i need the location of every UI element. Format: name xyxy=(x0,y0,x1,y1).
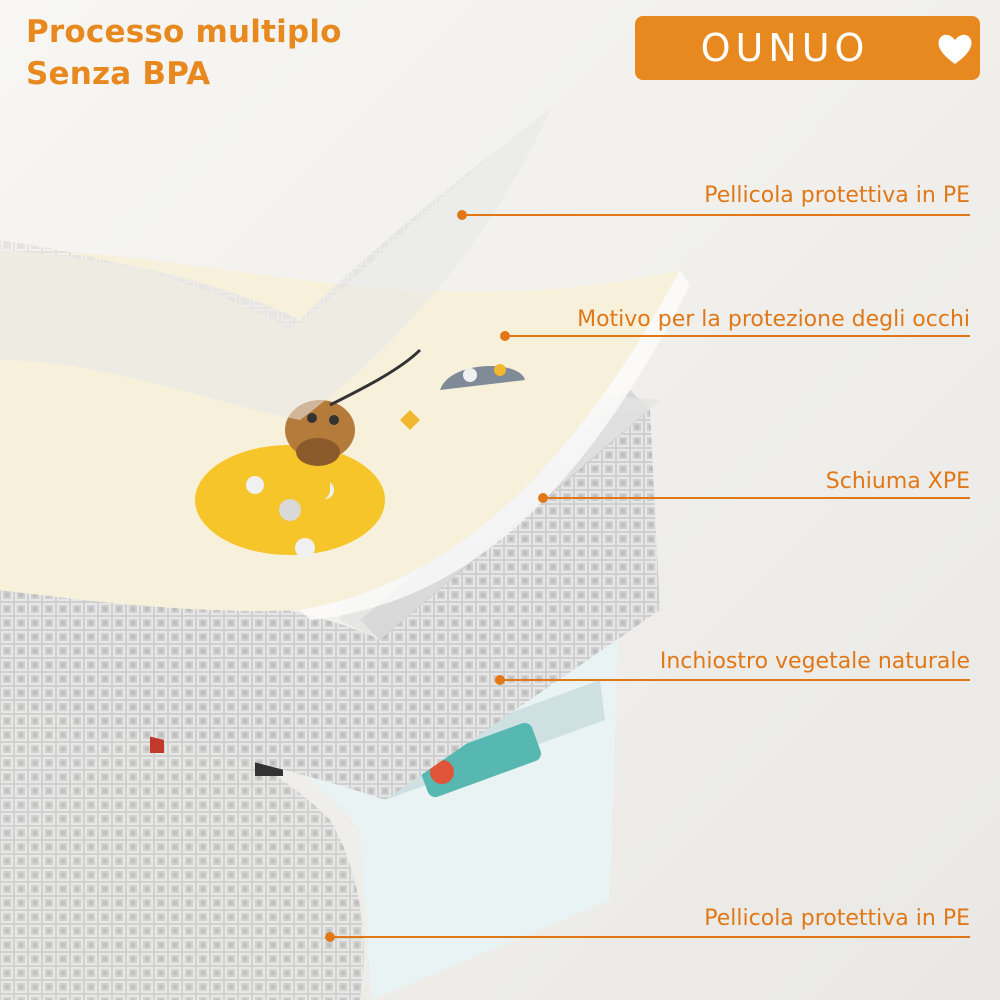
callout-pe-film-top: Pellicola protettiva in PE xyxy=(704,183,970,208)
headline-line-1: Processo multiplo xyxy=(26,14,342,50)
callout-vegetable-ink: Inchiostro vegetale naturale xyxy=(659,649,970,674)
callout-xpe-foam: Schiuma XPE xyxy=(825,469,970,494)
brand-logo-text: OUNUO xyxy=(700,26,870,70)
road-block xyxy=(150,735,164,753)
xpe-foam-top xyxy=(0,585,385,800)
top-pe-film-surface xyxy=(0,110,550,420)
brand-logo: OUNUO xyxy=(635,16,980,80)
callout-pe-film-bottom: Pellicola protettiva in PE xyxy=(704,906,970,931)
heart-icon xyxy=(938,34,972,64)
callout-lines xyxy=(325,210,970,942)
car-wheel xyxy=(430,760,454,784)
headline-line-2: Senza BPA xyxy=(26,56,211,92)
xpe-foam-side xyxy=(380,410,660,800)
callout-eye-protection: Motivo per la protezione degli occhi xyxy=(577,307,970,332)
giraffe-illustration xyxy=(195,348,525,558)
